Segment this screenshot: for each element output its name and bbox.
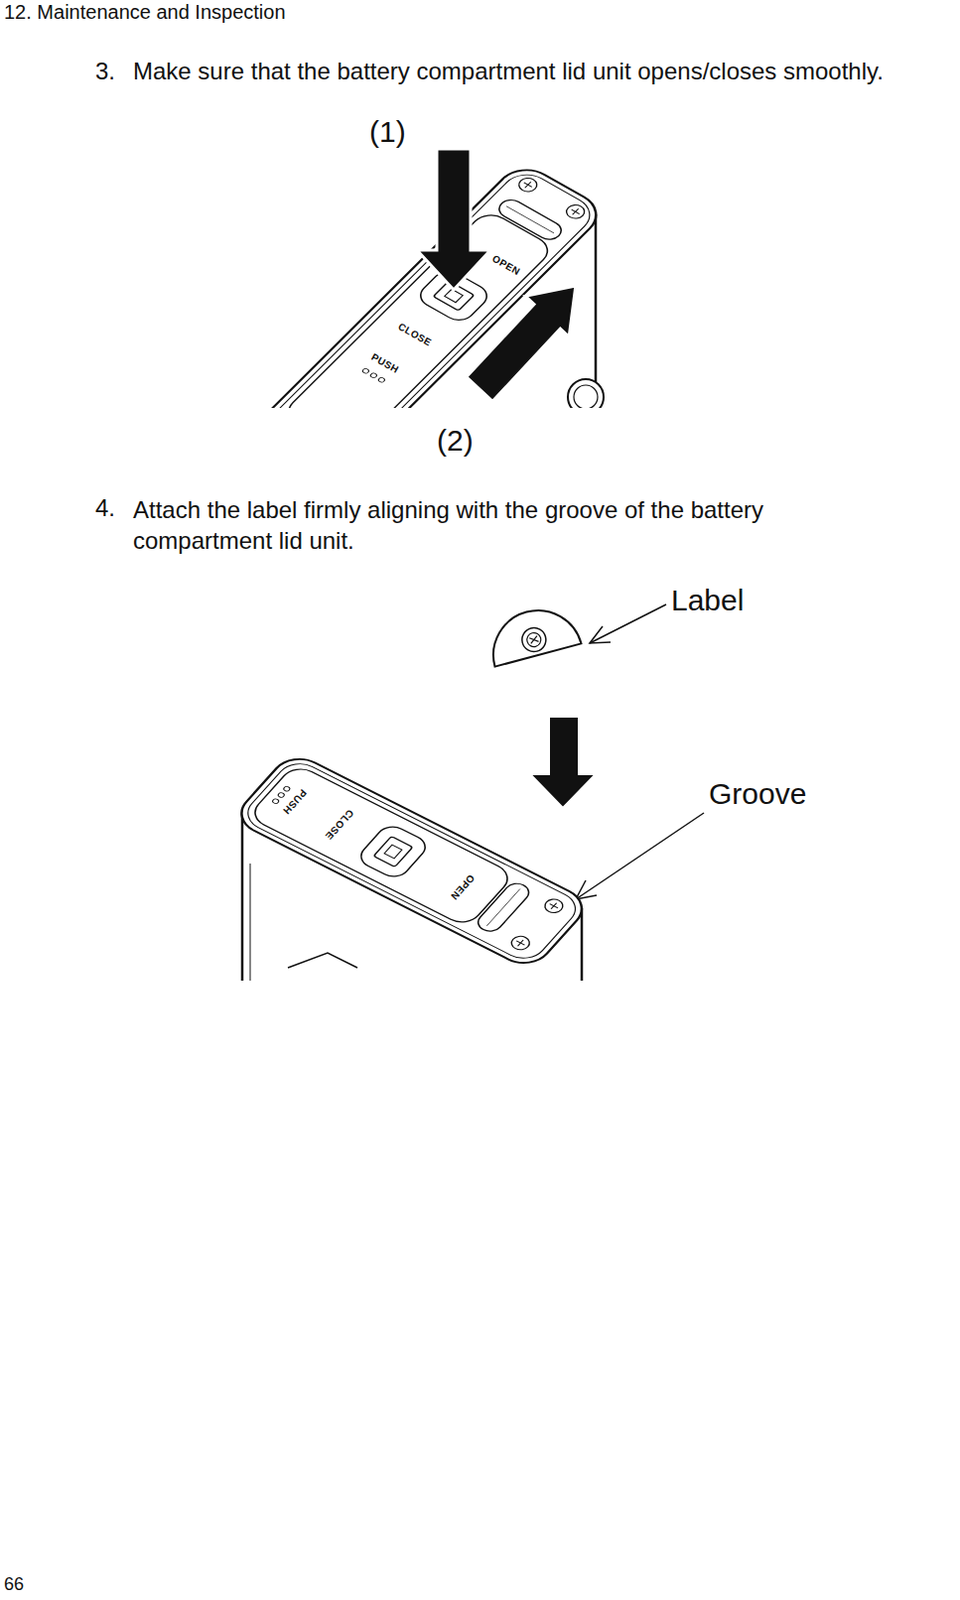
callout-number: (2) [436, 422, 474, 459]
step-number: 4. [95, 494, 116, 524]
attach-arrow [530, 716, 596, 809]
slide-arrow [457, 266, 598, 409]
callout-number: (1) [369, 114, 407, 150]
page-header: 12. Maintenance and Inspection [3, 0, 286, 24]
leader-line [575, 813, 704, 900]
device-top-face [255, 160, 609, 409]
leader-line [589, 604, 667, 644]
push-arrow [416, 148, 491, 290]
body-edge [580, 908, 584, 981]
body-detail [287, 953, 358, 968]
side-knob [567, 379, 604, 409]
body-edge [241, 814, 245, 981]
body-edge [250, 863, 252, 981]
part-name: Label [671, 582, 744, 619]
transmitter-illustration [255, 148, 609, 409]
transmitter-illustration [231, 751, 593, 981]
step-text: Make sure that the battery compartment l… [133, 57, 884, 87]
label-sticker [483, 600, 582, 668]
step-text: Attach the label firmly aligning with th… [133, 494, 848, 556]
device-top-face [231, 751, 593, 971]
step-number: 3. [95, 57, 116, 87]
part-name: Groove [708, 776, 807, 813]
page-number: 66 [3, 1574, 24, 1597]
side-knob [573, 385, 598, 409]
body-edge [594, 214, 598, 409]
